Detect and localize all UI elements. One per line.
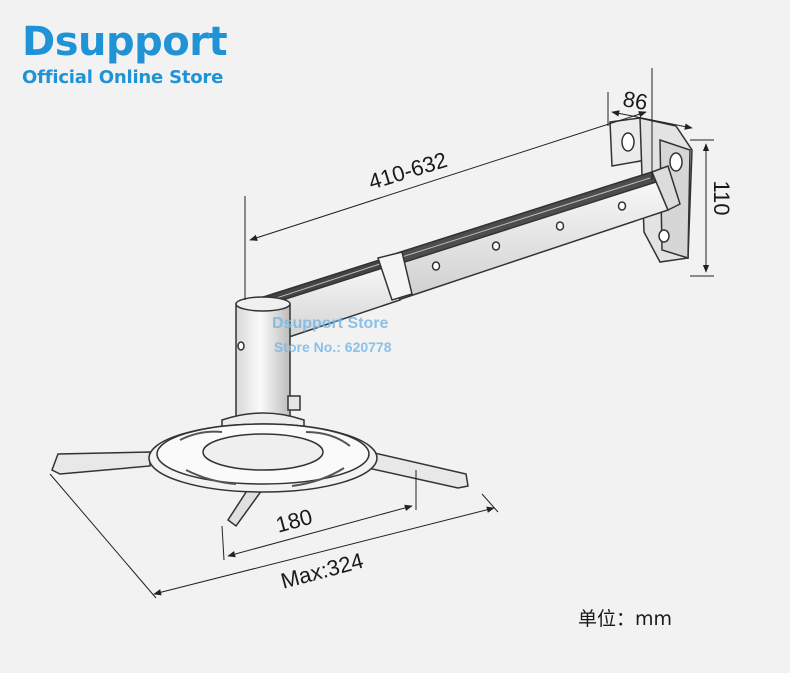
bracket-height-label: 110 — [709, 180, 734, 215]
unit-label: 单位：mm — [578, 608, 673, 630]
plate-span-label: 180 — [273, 504, 315, 538]
dimension-lines — [49, 68, 714, 599]
base-plate — [51, 423, 469, 528]
max-span-label: Max:324 — [278, 548, 366, 594]
bracket-depth-label: 86 — [621, 86, 649, 115]
watermark-store-name: Dsupport Store — [272, 315, 389, 332]
arm-length-label: 410-632 — [366, 147, 451, 195]
brand-logo: Dsupport Official Online Store — [22, 19, 228, 90]
brand-subtitle: Official Online Store — [22, 67, 224, 88]
watermark-store-number: Store No.: 620778 — [274, 339, 392, 355]
vertical-pole — [221, 296, 305, 448]
brand-name: Dsupport — [22, 19, 228, 65]
